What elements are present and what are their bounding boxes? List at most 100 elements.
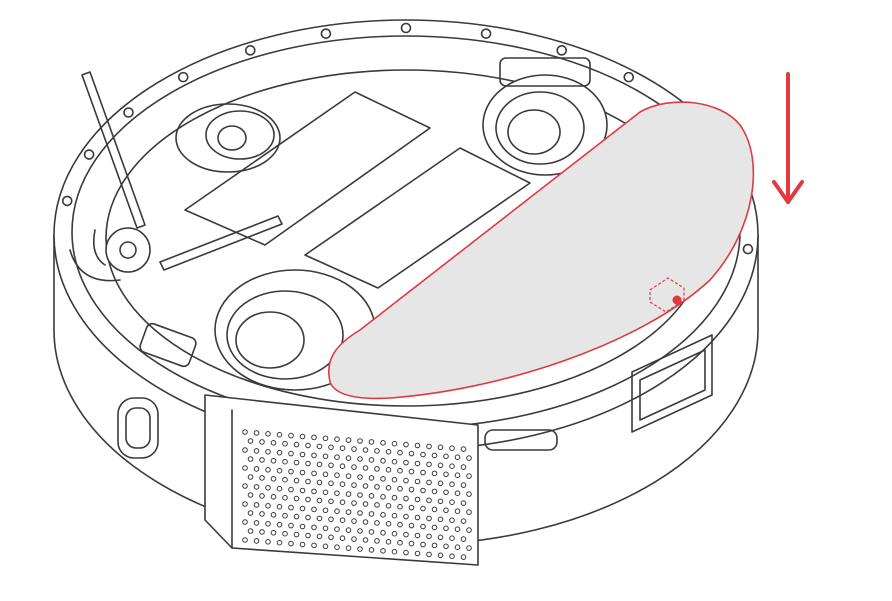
vent-hole (305, 442, 311, 449)
vent-hole (247, 456, 254, 462)
vent-hole (282, 494, 288, 501)
vent-hole (345, 491, 352, 497)
vent-hole (282, 512, 288, 519)
vent-hole (288, 432, 294, 439)
vent-hole (293, 477, 300, 484)
vent-hole (357, 492, 363, 498)
vent-hole (420, 469, 426, 476)
vent-hole (426, 443, 432, 450)
vent-hole (316, 515, 323, 522)
vent-hole (420, 451, 426, 458)
vent-hole (368, 475, 375, 481)
vent-hole (391, 440, 398, 447)
vent-hole (242, 465, 248, 471)
vent-hole (466, 491, 472, 497)
vent-hole (385, 503, 392, 509)
vent-hole (380, 530, 386, 536)
vent-hole (247, 438, 254, 444)
vent-hole (408, 522, 415, 529)
vent-hole (265, 521, 271, 527)
vent-hole (276, 485, 283, 492)
screw-hole (400, 22, 412, 34)
vent-hole (403, 441, 409, 448)
dustbin-handle (631, 334, 713, 433)
label-plate (304, 147, 531, 289)
vent-hole (328, 480, 334, 487)
vent-hole (449, 535, 455, 542)
vent-hole (334, 436, 340, 443)
vent-hole (328, 444, 334, 451)
vent-hole (282, 476, 288, 483)
vent-hole (391, 458, 398, 465)
vent-hole (276, 467, 283, 474)
vent-hole (305, 496, 311, 503)
vent-hole (443, 489, 449, 496)
vent-hole (259, 475, 265, 481)
vent-hole (431, 452, 438, 459)
vent-hole (265, 503, 271, 509)
vent-hole (334, 526, 340, 533)
vent-hole (345, 545, 352, 551)
side-brush (69, 71, 283, 282)
vent-hole (431, 524, 438, 531)
vent-hole (408, 540, 415, 547)
vent-hole (345, 527, 352, 533)
vent-hole (334, 544, 340, 551)
vent-hole (443, 453, 449, 460)
vent-hole (437, 516, 444, 523)
vent-hole (368, 493, 375, 499)
vent-hole (466, 473, 472, 479)
vent-hole (454, 544, 461, 551)
vent-hole (403, 531, 409, 538)
vent-hole (311, 506, 317, 513)
vent-hole (391, 548, 398, 555)
mop-plate-tab (649, 277, 685, 313)
vent-hole (426, 497, 432, 504)
vent-hole (374, 538, 380, 544)
side-port (117, 397, 159, 459)
vent-hole (362, 483, 369, 489)
vent-hole (397, 521, 403, 528)
vent-hole (385, 485, 392, 491)
vent-hole (270, 458, 277, 464)
vent-hole (420, 487, 426, 494)
vent-hole (247, 474, 254, 480)
vent-hole (316, 461, 323, 468)
vent-hole (431, 506, 438, 513)
vent-hole (311, 524, 317, 531)
vent-hole (466, 545, 472, 551)
vent-hole (466, 455, 472, 461)
vent-hole (414, 496, 421, 503)
vent-hole (449, 481, 455, 488)
vent-hole (276, 521, 283, 528)
vent-hole (454, 490, 461, 497)
vent-hole (437, 534, 444, 541)
vent-hole (368, 439, 375, 445)
vent-hole (293, 495, 300, 502)
vent-hole (403, 477, 409, 484)
vent-hole (265, 485, 271, 491)
mop-plate (328, 101, 755, 400)
vent-hole (345, 473, 352, 479)
vent-hole (276, 431, 283, 438)
vent-hole (414, 532, 421, 539)
vent-hole (253, 466, 260, 472)
vent-hole (426, 461, 432, 468)
vent-hole (351, 500, 357, 506)
vent-hole (299, 433, 306, 440)
vent-hole (288, 486, 294, 493)
vent-hole (253, 430, 260, 436)
vent-hole (328, 498, 334, 505)
vent-hole (253, 520, 260, 526)
vent-hole (357, 474, 363, 480)
vent-hole (351, 536, 357, 542)
vent-hole (305, 478, 311, 485)
vent-hole (443, 543, 449, 550)
vent-hole (362, 447, 369, 453)
vent-hole (253, 448, 260, 454)
vent-hole (288, 504, 294, 511)
vent-hole (339, 445, 346, 452)
vent-hole (311, 452, 317, 459)
vent-hole (380, 476, 386, 482)
vent-hole (311, 488, 317, 495)
